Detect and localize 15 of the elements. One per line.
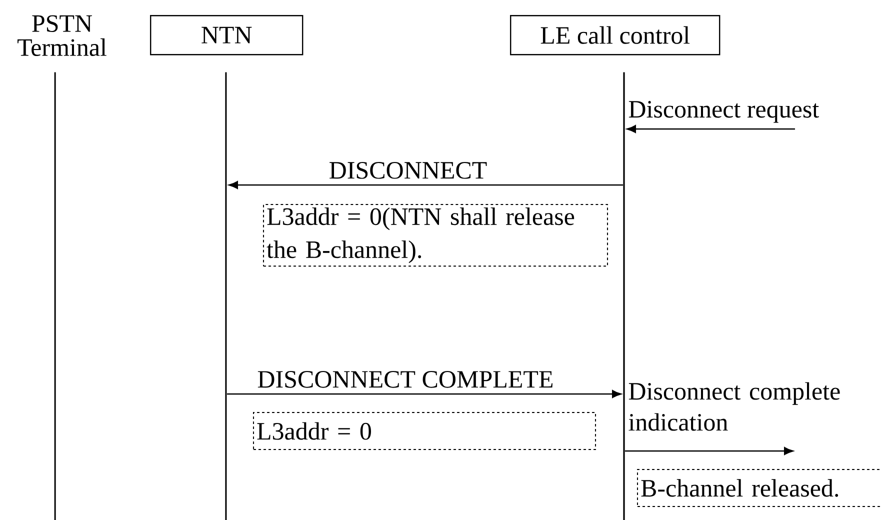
message-label: Disconnect request	[628, 100, 819, 123]
message-arrow	[625, 447, 794, 456]
message-arrow	[626, 125, 795, 133]
lifeline	[54, 72, 56, 520]
participant-label: PSTN Terminal	[18, 15, 106, 56]
message-arrow	[227, 390, 622, 398]
message-arrow	[228, 181, 623, 189]
note-box: L3addr = 0	[253, 412, 596, 450]
participant-box: LE call control	[510, 15, 720, 56]
message-label: DISCONNECT COMPLETE	[258, 371, 552, 388]
message-label: Disconnect complete indication	[628, 382, 840, 431]
message-label: DISCONNECT	[330, 162, 487, 179]
participant-box: NTN	[150, 15, 304, 56]
note-box: B-channel released.	[637, 469, 881, 507]
note-box: L3addr = 0(NTN shall release the B-channel).	[263, 204, 608, 267]
